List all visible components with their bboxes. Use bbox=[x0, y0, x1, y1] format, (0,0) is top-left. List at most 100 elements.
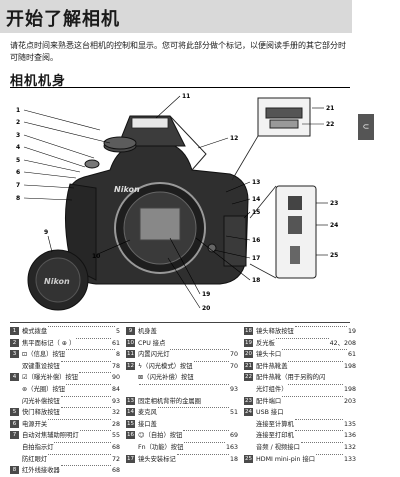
legend-item-page[interactable]: 93 bbox=[229, 385, 238, 393]
legend-item-page[interactable]: 84 bbox=[111, 385, 120, 393]
legend-item-number: 13 bbox=[126, 396, 135, 405]
callout-23: 23 bbox=[330, 200, 338, 207]
leader-dots bbox=[48, 418, 111, 420]
leader-dots bbox=[66, 383, 111, 385]
leader-dots bbox=[60, 360, 111, 362]
legend-item-number: 7 bbox=[10, 431, 19, 440]
legend-item-page[interactable]: 55 bbox=[111, 432, 120, 440]
legend-item-label: 快门释放按钮 bbox=[22, 409, 60, 417]
legend-item-page[interactable]: 198 bbox=[343, 362, 356, 370]
leader-dots bbox=[60, 407, 111, 409]
legend-item-page[interactable]: 8 bbox=[115, 351, 120, 359]
legend-item-page[interactable]: 18 bbox=[229, 455, 238, 463]
legend-item-number: 4 bbox=[10, 373, 19, 382]
legend-item-page[interactable]: 198 bbox=[343, 385, 356, 393]
legend-item-number: 19 bbox=[244, 338, 253, 347]
legend-item-page[interactable]: 28 bbox=[111, 420, 120, 428]
page-title: 开始了解相机 bbox=[6, 9, 120, 30]
leader-dots bbox=[79, 430, 111, 432]
leader-dots bbox=[300, 441, 343, 443]
legend-item-number bbox=[10, 443, 19, 451]
legend-item-label: 光灯组件） bbox=[256, 385, 288, 393]
legend-item-page[interactable]: 78 bbox=[111, 362, 120, 370]
legend-item-number bbox=[10, 455, 19, 463]
legend-item-page[interactable]: 203 bbox=[343, 397, 356, 405]
legend-item-page[interactable]: 136 bbox=[343, 432, 356, 440]
callout-16: 16 bbox=[252, 237, 260, 244]
legend-item-page[interactable]: 5 bbox=[115, 328, 120, 335]
legend-item-label: ⊛（光圈）按钮 bbox=[22, 385, 66, 393]
legend-item: 93 bbox=[126, 383, 238, 396]
chapter-tab[interactable]: ⊂ bbox=[358, 114, 374, 140]
leader-dots bbox=[294, 418, 343, 420]
legend-item-page[interactable]: 135 bbox=[343, 420, 356, 428]
legend-item-number: 3 bbox=[10, 350, 19, 359]
legend-item-number: 8 bbox=[10, 466, 19, 475]
legend-item-page[interactable]: 163 bbox=[225, 443, 238, 451]
legend-item-page[interactable]: 70 bbox=[229, 362, 238, 370]
callout-18: 18 bbox=[252, 277, 260, 284]
leader-dots bbox=[54, 441, 111, 443]
legend-item-page[interactable]: 61 bbox=[347, 351, 356, 359]
legend-divider bbox=[10, 322, 350, 323]
callout-1: 1 bbox=[16, 107, 20, 114]
legend-item-page[interactable]: 133 bbox=[343, 455, 356, 463]
legend-item-page[interactable]: 69 bbox=[229, 432, 238, 440]
legend-item-number bbox=[10, 385, 19, 393]
legend-item-label: 双键重设按钮 bbox=[22, 362, 60, 370]
legend-item: ⊛（光圈）按钮 84 bbox=[10, 383, 120, 396]
legend-item-page[interactable]: 51 bbox=[229, 409, 238, 417]
legend-item-label: 反光板 bbox=[256, 339, 275, 347]
leader-dots bbox=[66, 349, 115, 351]
legend-item-page[interactable]: 68 bbox=[111, 467, 120, 475]
cap-brand-label: Nikon bbox=[44, 277, 70, 286]
callout-5: 5 bbox=[16, 157, 20, 164]
legend-item-page[interactable]: 19 bbox=[347, 328, 356, 335]
legend-item-page[interactable]: 68 bbox=[111, 443, 120, 451]
legend-item-label: 内置闪光灯 bbox=[138, 351, 170, 359]
legend-item-number: 17 bbox=[126, 454, 135, 463]
callout-20: 20 bbox=[202, 305, 210, 312]
title-bar: 开始了解相机 bbox=[0, 0, 352, 33]
callout-6: 6 bbox=[16, 169, 20, 176]
leader-dots bbox=[157, 407, 229, 409]
legend-item-page[interactable]: 93 bbox=[111, 397, 120, 405]
legend-item-page[interactable]: 32 bbox=[111, 409, 120, 417]
leader-dots bbox=[294, 430, 343, 432]
legend-item-page[interactable]: 61 bbox=[111, 339, 120, 347]
leader-dots bbox=[139, 383, 229, 385]
legend-item-number bbox=[244, 443, 253, 451]
legend-item-page[interactable]: 70 bbox=[229, 351, 238, 359]
leader-dots bbox=[316, 453, 343, 455]
legend-item-label: 接口盖 bbox=[138, 420, 157, 428]
legend-item-label: 固定相机背带的金属圈 bbox=[138, 397, 201, 405]
legend-item-number bbox=[244, 385, 253, 393]
legend-item-page[interactable]: 72 bbox=[111, 455, 120, 463]
legend-item-number: 2 bbox=[10, 338, 19, 347]
shutter-button bbox=[84, 159, 100, 169]
legend-item-number: 16 bbox=[126, 431, 135, 440]
legend-item-page[interactable]: 90 bbox=[111, 374, 120, 382]
legend-item: 光灯组件） 198 bbox=[244, 383, 356, 396]
legend-item-label: 红外线接收器 bbox=[22, 467, 60, 475]
legend-item-label: 连接至计算机 bbox=[256, 420, 294, 428]
intro-text: 请花点时间来熟悉这台相机的控制和显示。您可将此部分做个标记，以便阅读手册的其它部… bbox=[10, 41, 346, 62]
legend-item-number: 9 bbox=[126, 327, 135, 335]
legend-item-number bbox=[126, 373, 135, 381]
leader-dots bbox=[79, 372, 111, 374]
legend-item-page[interactable]: 132 bbox=[343, 443, 356, 451]
legend-item-page[interactable]: 42、208 bbox=[329, 339, 356, 347]
legend-item-label: 连接至打印机 bbox=[256, 432, 294, 440]
callout-4: 4 bbox=[16, 144, 20, 151]
